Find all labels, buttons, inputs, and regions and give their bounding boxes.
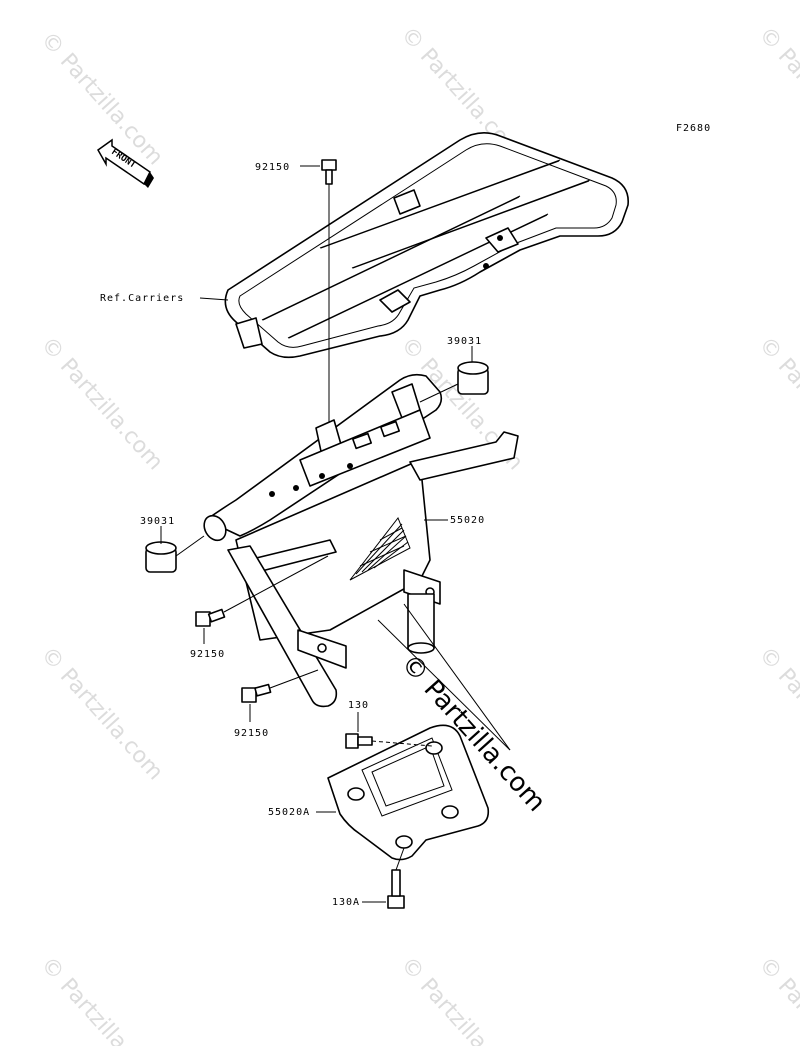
collar-39031-left [145,535,205,573]
watermark-3: © Partzilla.com [754,22,800,165]
bolt-130a [387,847,405,909]
mesh-pattern [355,523,409,575]
callout-130a: 130A [332,897,360,908]
watermark-10: © Partzilla.com [396,952,528,1046]
callout-92150-mid: 92150 [190,649,225,660]
watermark-7: © Partzilla.com [36,642,168,785]
watermark-6: © Partzilla.com [754,332,800,475]
bolt-92150-mid [195,555,329,627]
callout-39031-right: 39031 [447,336,482,347]
bolt-92150-top [321,159,337,430]
skid-plate-55020a [327,724,490,861]
watermark-4: © Partzilla.com [36,332,168,475]
bolt-130 [345,733,433,749]
watermark-11: © Partzilla.com [754,952,800,1046]
carrier-rack [224,132,629,359]
figure-code: F2680 [676,123,711,134]
watermark-9: © Partzilla.com [36,952,168,1046]
callout-55020: 55020 [450,515,485,526]
callout-39031-left: 39031 [140,516,175,527]
callout-130: 130 [348,700,369,711]
callout-92150-top: 92150 [255,162,290,173]
callout-92150-low: 92150 [234,728,269,739]
rear-frame-assembly [203,373,519,708]
collar-39031-right [419,361,489,403]
watermark-8: © Partzilla.com [754,642,800,785]
callout-55020a: 55020A [268,807,310,818]
bolt-92150-low [241,669,319,703]
callout-ref-carriers: Ref.Carriers [100,293,184,304]
